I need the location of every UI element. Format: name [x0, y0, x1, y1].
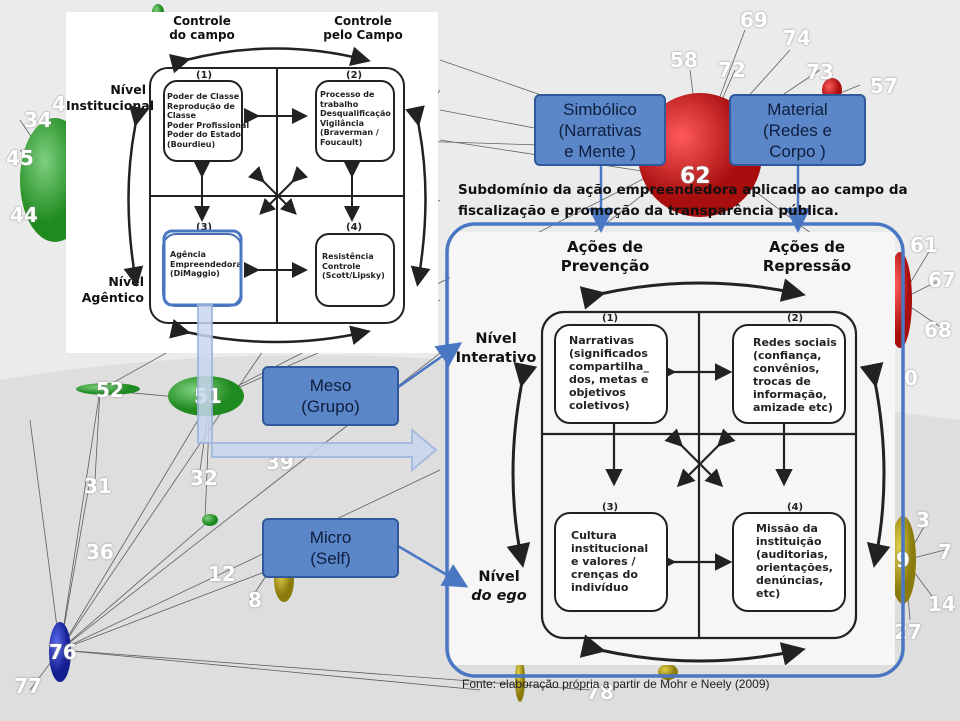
source-footer: Fonte: elaboração própria a partir de Mo… — [462, 677, 770, 691]
node-label: 44 — [10, 203, 38, 227]
quadrant-2-number: (2) — [787, 313, 804, 324]
quadrant-1-number: (1) — [196, 70, 213, 81]
quadrant-4-text: Missão da instituição (auditorias, orien… — [756, 522, 833, 600]
node-label: 31 — [84, 474, 112, 498]
node-label: 4 — [52, 92, 66, 116]
interactive-diagram: Ações de Prevenção Ações de Repressão Ní… — [450, 232, 895, 665]
header-controle-do-campo: Controle do campo — [169, 14, 235, 42]
node-label: 68 — [924, 318, 952, 342]
header-acoes-prevencao: Ações de Prevenção — [560, 238, 650, 275]
quadrant-3-text: Cultura institucional e valores / crença… — [571, 529, 649, 594]
node-label: 57 — [870, 74, 898, 98]
node-label: 78 — [586, 680, 614, 704]
header-controle-pelo-campo: Controle pelo Campo — [323, 14, 403, 42]
node-label: 74 — [783, 26, 811, 50]
quadrant-2 — [732, 324, 846, 424]
quadrant-4-number: (4) — [787, 502, 804, 513]
box-meso: Meso (Grupo) — [262, 366, 399, 426]
quadrant-4 — [732, 512, 846, 612]
node-label: 3 — [916, 508, 930, 532]
node-label: 32 — [190, 466, 218, 490]
node-label: 72 — [718, 58, 746, 82]
quadrant-3-number: (3) — [196, 222, 213, 233]
level-do-ego-line1: Nível — [478, 569, 520, 585]
quadrant-4 — [315, 233, 395, 307]
node-label: 34 — [24, 108, 52, 132]
node-label: 76 — [49, 640, 77, 664]
quadrant-2-number: (2) — [346, 70, 363, 81]
quadrant-1 — [163, 80, 243, 162]
quadrant-2-text: Processo de trabalho Desqualificação Vig… — [320, 90, 391, 147]
box-material: Material (Redes e Corpo ) — [729, 94, 866, 166]
quadrant-3-text: Agência Empreendedora (DiMaggio) — [170, 250, 242, 278]
diagram-caption: Subdomínio da ação empreendedora aplicad… — [458, 182, 908, 219]
node-label: 36 — [86, 540, 114, 564]
institutional-diagram: Controle do campo Controle pelo Campo Ní… — [66, 12, 438, 353]
quadrant-1 — [554, 324, 668, 424]
interactive-arrows — [506, 278, 891, 665]
quadrant-1-text: Narrativas (significados compartilha_ do… — [569, 334, 649, 412]
node-label: 7 — [938, 540, 952, 564]
quadrant-4-number: (4) — [346, 222, 363, 233]
level-do-ego-line2: do ego — [471, 588, 527, 604]
node-label: 12 — [208, 562, 236, 586]
node-label: 0 — [904, 366, 918, 390]
quadrant-2 — [315, 80, 395, 162]
node-label: 52 — [96, 378, 124, 402]
quadrant-3 — [554, 512, 668, 612]
node-label: 61 — [910, 233, 938, 257]
node-label: 77 — [14, 674, 42, 698]
node-label: 58 — [670, 48, 698, 72]
node-label: 73 — [806, 60, 834, 84]
quadrant-3-number: (3) — [602, 502, 619, 513]
quadrant-4-text: Resistência Controle (Scott/Lipsky) — [322, 252, 385, 280]
node-label: 27 — [894, 620, 922, 644]
node-label: 69 — [740, 8, 768, 32]
node-label: 8 — [248, 588, 262, 612]
box-simbolico: Simbólico (Narrativas e Mente ) — [534, 94, 666, 166]
header-acoes-repressao: Ações de Repressão — [762, 238, 852, 275]
node-label: 45 — [6, 146, 34, 170]
quadrant-1-text: Poder de Classe Reprodução de Classe Pod… — [167, 92, 250, 149]
node-label: 14 — [928, 592, 956, 616]
level-do-ego: Nível do ego — [464, 568, 534, 606]
quadrant-1-number: (1) — [602, 313, 619, 324]
box-micro: Micro (Self) — [262, 518, 399, 578]
level-interativo: Nível Interativo — [455, 331, 537, 366]
node-label: 67 — [928, 268, 956, 292]
node-label: 62 — [680, 164, 711, 189]
quadrant-2-text: Redes sociais (confiança, convênios, tro… — [753, 336, 837, 414]
